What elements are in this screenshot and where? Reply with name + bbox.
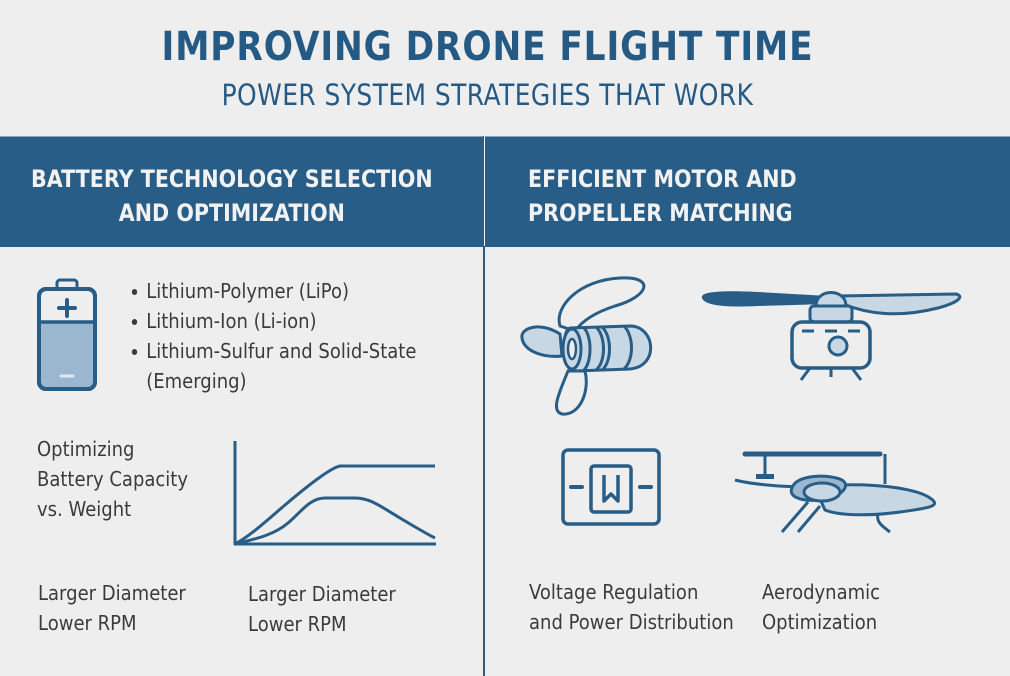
chart-label-line1: Optimizing [37, 437, 135, 461]
voltage-regulator-icon [561, 448, 661, 526]
chart-label-line3: vs. Weight [37, 497, 132, 521]
chart-lower-curve [234, 496, 436, 546]
page-subtitle: POWER SYSTEM STRATEGIES THAT WORK [221, 78, 754, 112]
caption-diameter-b: Larger Diameter Lower RPM [248, 579, 396, 639]
chart-label-line2: Battery Capacity [37, 467, 189, 491]
motor-section-heading: EFFICIENT MOTOR AND PROPELLER MATCHING [528, 162, 797, 230]
battery-type-item: Lithium-Sulfur and Solid-State [130, 336, 416, 366]
motor-heading-line1: EFFICIENT MOTOR AND [528, 165, 797, 193]
battery-type-item: Lithium-Polymer (LiPo) [130, 276, 416, 306]
caption-aerodynamic: Aerodynamic Optimization [762, 577, 880, 637]
section-header-band [0, 136, 1010, 247]
motor-heading-line2: PROPELLER MATCHING [528, 199, 793, 227]
caption-a-line2: Lower RPM [38, 611, 137, 635]
drone-camera-icon [701, 291, 962, 381]
caption-aero-line1: Aerodynamic [762, 580, 881, 604]
chart-label: Optimizing Battery Capacity vs. Weight [37, 434, 188, 524]
caption-voltage-regulation: Voltage Regulation and Power Distributio… [529, 577, 734, 637]
battery-heading-line2: AND OPTIMIZATION [118, 199, 345, 227]
aerodynamic-drone-icon [734, 451, 937, 534]
battery-type-continuation: (Emerging) [146, 369, 247, 393]
battery-icon [37, 278, 97, 391]
caption-a-line1: Larger Diameter [38, 581, 186, 605]
caption-diameter-a: Larger Diameter Lower RPM [38, 578, 186, 638]
battery-heading-line1: BATTERY TECHNOLOGY SELECTION [31, 165, 433, 193]
battery-types-list: Lithium-Polymer (LiPo) Lithium-Ion (Li-i… [130, 276, 416, 396]
page-title: IMPROVING DRONE FLIGHT TIME [161, 24, 814, 70]
column-divider-highlight [484, 136, 485, 246]
column-divider [483, 136, 485, 676]
caption-voltage-line1: Voltage Regulation [529, 580, 699, 604]
caption-voltage-line2: and Power Distribution [529, 610, 734, 634]
chart-upper-curve [234, 464, 435, 546]
page-header: IMPROVING DRONE FLIGHT TIME POWER SYSTEM… [0, 24, 1010, 112]
battery-type-item: Lithium-Ion (Li-ion) [130, 306, 416, 336]
motor-propeller-icon [520, 276, 653, 416]
battery-section-heading: BATTERY TECHNOLOGY SELECTION AND OPTIMIZ… [22, 162, 442, 230]
capacity-weight-chart [233, 441, 436, 546]
caption-b-line1: Larger Diameter [248, 582, 396, 606]
caption-aero-line2: Optimization [762, 610, 878, 634]
caption-b-line2: Lower RPM [248, 612, 347, 636]
